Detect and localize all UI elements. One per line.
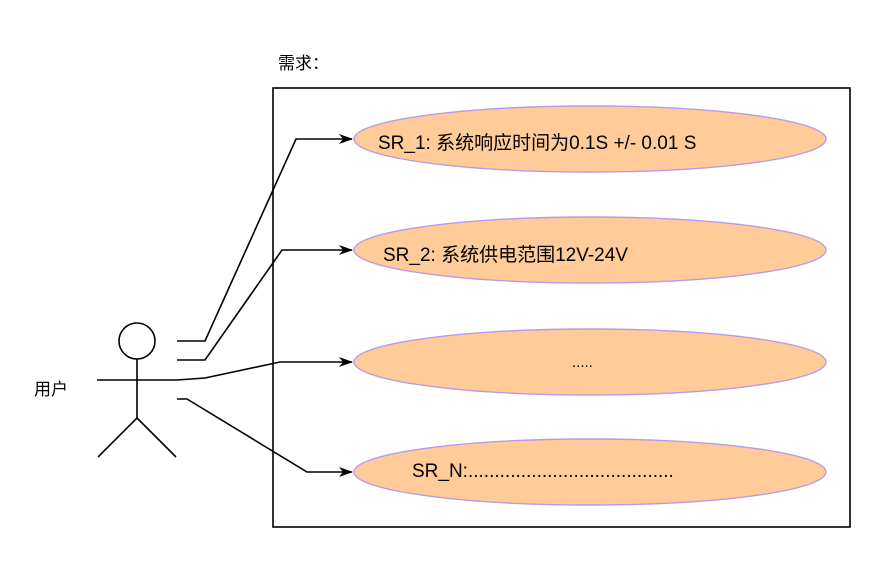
use-case-label-1: SR_1: 系统响应时间为0.1S +/- 0.01 S (378, 133, 697, 154)
actor-label: 用户 (34, 380, 68, 400)
actor-right-leg (136, 417, 177, 458)
use-case-label-3: ..... (572, 354, 593, 371)
use-case-ellipse-3[interactable] (353, 328, 827, 396)
system-label: 需求： (278, 54, 329, 74)
connector-4 (177, 398, 353, 477)
use-case-label-4: SR_N:...................................… (412, 461, 674, 482)
use-case-ellipse-4[interactable] (353, 438, 827, 506)
use-case-ellipse-1[interactable] (353, 105, 827, 173)
connector-1 (177, 134, 353, 342)
connector-2 (177, 245, 353, 361)
use-case-ellipse-2[interactable] (353, 216, 827, 284)
use-case-label-2: SR_2: 系统供电范围12V-24V (383, 245, 628, 266)
actor-stick-figure[interactable] (97, 322, 177, 458)
system-boundary (272, 87, 851, 528)
actor-left-leg (97, 417, 138, 458)
connector-3 (176, 357, 353, 381)
actor-head (118, 322, 156, 360)
